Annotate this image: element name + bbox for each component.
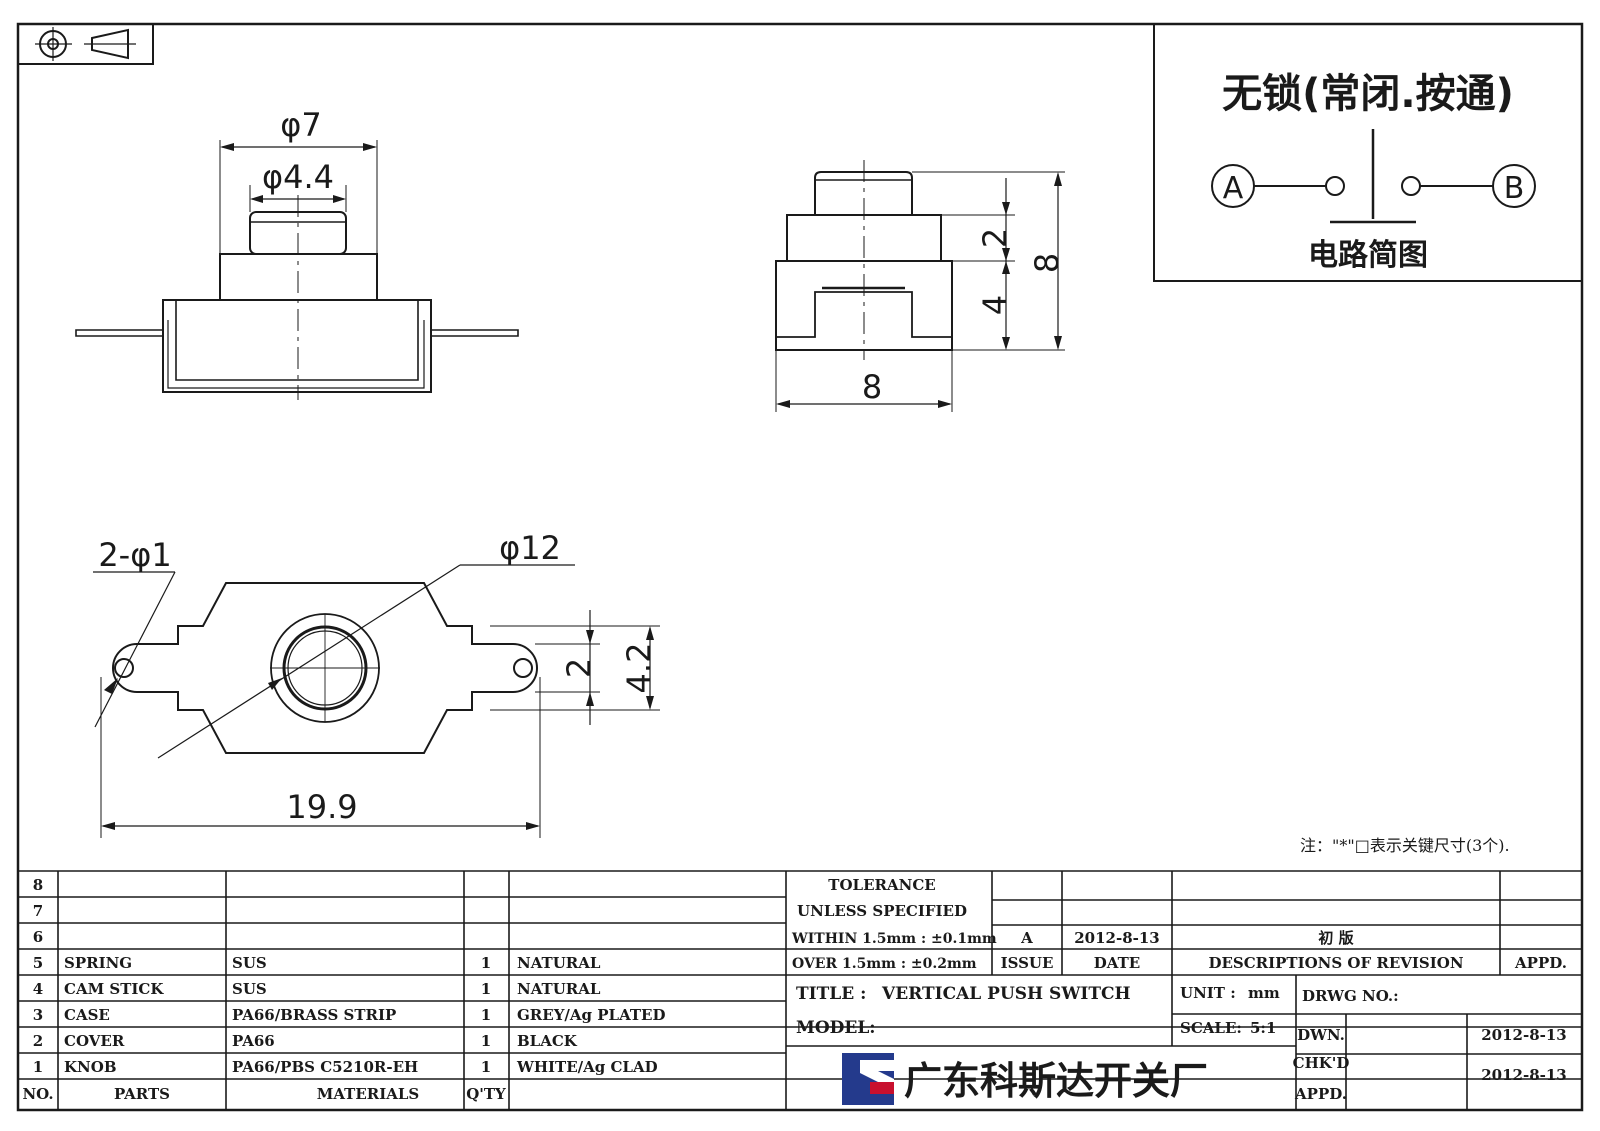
chkd-label: CHK'D xyxy=(1293,1054,1350,1072)
model-label: MODEL: xyxy=(796,1018,876,1038)
dim-side-8-width: 8 xyxy=(862,368,882,406)
title-block-grid xyxy=(18,870,1582,1110)
drawing-note: 注："*"□表示关键尺寸(3个). xyxy=(1300,836,1510,855)
bom-qty: 1 xyxy=(481,1032,491,1050)
bom-part: COVER xyxy=(64,1032,125,1050)
dim-phi12: φ12 xyxy=(499,529,561,567)
bom-qty: 1 xyxy=(481,954,491,972)
bom-no: 1 xyxy=(33,1058,43,1076)
revision-header-description: DESCRIPTIONS OF REVISION xyxy=(1208,954,1463,972)
revision-date: 2012-8-13 xyxy=(1074,929,1160,947)
bom-finish: GREY/Ag PLATED xyxy=(517,1006,666,1024)
bom-material: PA66 xyxy=(232,1032,275,1050)
top-view xyxy=(93,564,660,838)
bom-part: KNOB xyxy=(64,1058,117,1076)
tolerance-line1: TOLERANCE xyxy=(828,876,935,894)
bom-header-materials: MATERIALS xyxy=(317,1085,420,1103)
bom-material: SUS xyxy=(232,954,267,972)
bom-no: 2 xyxy=(33,1032,43,1050)
terminal-a-label: A xyxy=(1223,171,1244,206)
unit-value: mm xyxy=(1248,984,1280,1002)
bom-no: 8 xyxy=(33,876,43,894)
dwn-date: 2012-8-13 xyxy=(1481,1026,1567,1044)
bom-finish: WHITE/Ag CLAD xyxy=(516,1058,658,1076)
bom-no: 5 xyxy=(33,954,43,972)
dim-holes: 2-φ1 xyxy=(98,536,171,574)
scale-value: 5:1 xyxy=(1250,1019,1276,1037)
bom-finish: NATURAL xyxy=(517,980,601,998)
company-logo-icon xyxy=(842,1053,894,1105)
bom-no: 6 xyxy=(33,928,43,946)
bom-finish: NATURAL xyxy=(517,954,601,972)
schematic-caption: 电路简图 xyxy=(1308,238,1428,273)
bom-no: 7 xyxy=(33,902,43,920)
dim-side-2: 2 xyxy=(976,228,1014,248)
side-view xyxy=(775,160,1065,412)
revision-header-issue: ISSUE xyxy=(1001,954,1054,972)
scale-label: SCALE: xyxy=(1180,1019,1242,1037)
bom-material: SUS xyxy=(232,980,267,998)
bom-material: PA66/BRASS STRIP xyxy=(232,1006,396,1024)
sheet-border xyxy=(16,22,1584,1112)
revision-header-appd: APPD. xyxy=(1514,954,1567,972)
dim-bottom-4-2: 4.2 xyxy=(620,643,658,694)
projection-symbol-icon xyxy=(17,23,154,65)
revision-issue: A xyxy=(1020,929,1033,947)
tolerance-line2: UNLESS SPECIFIED xyxy=(797,902,967,920)
dim-phi4-4: φ4.4 xyxy=(262,158,334,196)
circuit-schematic xyxy=(1153,23,1583,282)
dim-side-4: 4 xyxy=(976,295,1014,315)
terminal-b-label: B xyxy=(1504,171,1525,206)
appd-label: APPD. xyxy=(1294,1085,1347,1103)
bom-qty: 1 xyxy=(481,1006,491,1024)
chkd-date: 2012-8-13 xyxy=(1481,1066,1567,1084)
bom-part: CASE xyxy=(64,1006,110,1024)
dim-side-8-height: 8 xyxy=(1028,253,1066,273)
drwg-label: DRWG NO.: xyxy=(1302,987,1399,1005)
bom-header-parts: PARTS xyxy=(114,1085,170,1103)
dwn-label: DWN. xyxy=(1297,1026,1345,1044)
dim-width-19-9: 19.9 xyxy=(286,788,357,826)
bom-no: 4 xyxy=(33,980,43,998)
revision-description: 初 版 xyxy=(1318,929,1353,947)
bom-material: PA66/PBS C5210R-EH xyxy=(232,1058,418,1076)
bom-no: 3 xyxy=(33,1006,43,1024)
schematic-title: 无锁(常闭.按通) xyxy=(1222,71,1514,117)
unit-label: UNIT : xyxy=(1180,984,1236,1002)
bom-finish: BLACK xyxy=(517,1032,578,1050)
bom-qty: 1 xyxy=(481,980,491,998)
title-value: VERTICAL PUSH SWITCH xyxy=(881,984,1131,1004)
bom-part: SPRING xyxy=(64,954,132,972)
bom-part: CAM STICK xyxy=(64,980,164,998)
dim-bottom-2: 2 xyxy=(560,658,598,678)
bom-header-no: NO. xyxy=(22,1085,53,1103)
bom-qty: 1 xyxy=(481,1058,491,1076)
bom-header-qty: Q'TY xyxy=(466,1085,506,1103)
tolerance-line4: OVER 1.5mm : ±0.2mm xyxy=(792,956,977,972)
front-view xyxy=(75,140,519,400)
title-label: TITLE : xyxy=(796,984,866,1004)
company-name: 广东科斯达开关厂 xyxy=(904,1059,1208,1103)
revision-header-date: DATE xyxy=(1094,954,1140,972)
tolerance-line3: WITHIN 1.5mm : ±0.1mm xyxy=(791,931,997,947)
dim-phi7: φ7 xyxy=(280,106,321,144)
